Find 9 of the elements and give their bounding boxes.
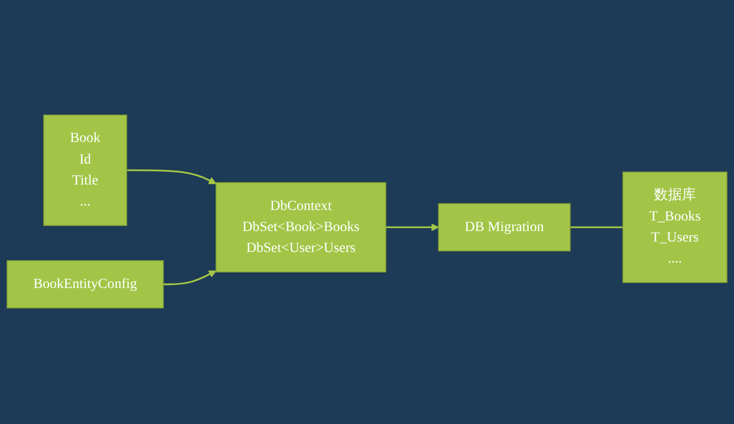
node-box: Book Id Title ... xyxy=(43,115,128,226)
node-box: 数据库 T_Books T_Users .... xyxy=(622,172,728,284)
node-box: DbContext DbSet<Book>Books DbSet<User>Users xyxy=(216,182,386,273)
connector xyxy=(570,226,623,229)
arrow xyxy=(126,170,216,185)
arrow xyxy=(386,224,439,232)
node-box: DB Migration xyxy=(438,204,571,252)
node-box: BookEntityConfig xyxy=(6,260,164,309)
arrow xyxy=(163,270,216,286)
